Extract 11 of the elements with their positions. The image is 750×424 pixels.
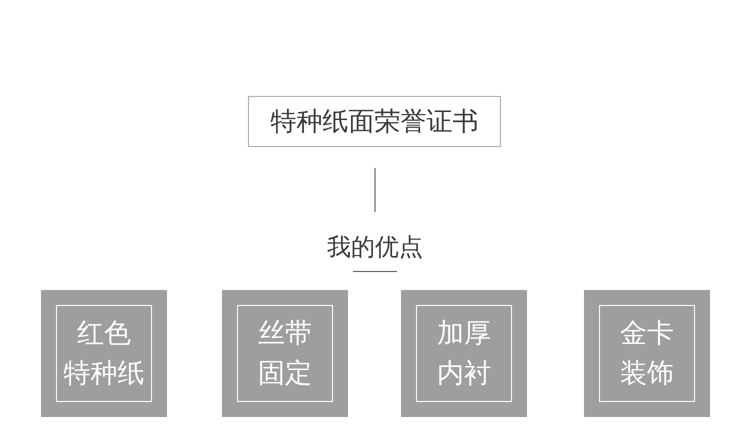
feature-tile [584,290,710,417]
framed-label: 红色特种纸 [56,305,152,402]
feature-tile [41,290,167,417]
title-box: 特种纸面荣誉证书 [248,96,501,147]
subheading: 我的优点 [327,233,423,261]
framed-label: 丝带固定 [237,305,333,402]
feature-tile [401,290,527,417]
framed-label: 金卡装饰 [599,305,695,402]
connector-line [374,168,376,212]
framed-label: 加厚内衬 [416,305,512,402]
feature-tile [222,290,348,417]
